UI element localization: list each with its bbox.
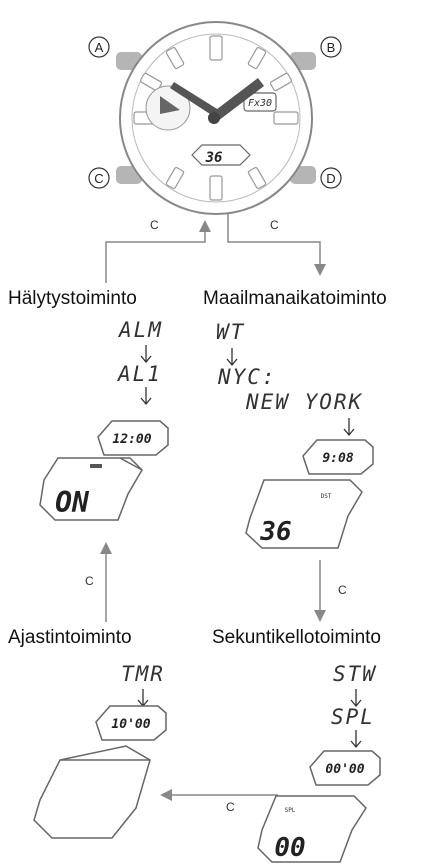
press-c-label-2: C — [270, 218, 279, 232]
arrow-top-to-wt — [227, 214, 321, 268]
stw-time-value: 00'00 — [325, 762, 364, 777]
left-subdial-pointer — [160, 96, 180, 114]
center-pin — [208, 112, 220, 124]
timer-time-value: 10'00 — [111, 717, 150, 732]
watch-inner-ring — [131, 33, 301, 203]
alarm-time-frame — [97, 420, 169, 456]
button-d-label: D — [326, 171, 335, 186]
arrow-stw-to-tmr-head — [160, 789, 172, 801]
button-a-label: A — [95, 40, 104, 55]
arrow-top-to-wt-head — [314, 264, 326, 276]
lcd-frames — [33, 420, 381, 863]
arrow-tmr-to-alm-head — [100, 542, 112, 554]
wt-value: 36 — [259, 517, 291, 547]
flow-arrows — [100, 214, 326, 801]
wt-code-city: NYC: — [218, 365, 277, 389]
arrow-alarm-to-top-head — [199, 220, 211, 232]
watch-lcd-frame — [191, 144, 251, 166]
button-c-label: C — [94, 171, 103, 186]
alarm-mode-title: Hälytystoiminto — [8, 288, 137, 309]
timer-time-frame — [95, 705, 167, 741]
wt-time-frame — [302, 439, 374, 475]
button-a-icon — [88, 36, 110, 58]
stw-code-stw: STW — [333, 662, 377, 686]
alarm-value-frame — [39, 457, 143, 521]
stw-value-frame — [257, 795, 367, 863]
wt-code-cityname: NEW YORK — [246, 390, 364, 414]
timer-mode-title: Ajastintoiminto — [8, 627, 132, 648]
stw-code-spl: SPL — [331, 705, 375, 729]
alarm-small-indicator — [90, 464, 102, 468]
stw-time-frame — [309, 750, 381, 786]
press-c-label-3: C — [338, 583, 347, 597]
minute-hand — [170, 82, 222, 114]
wt-time-value: 9:08 — [322, 451, 353, 466]
alarm-value: ON — [55, 486, 90, 519]
stw-value: 00 — [274, 833, 305, 863]
hour-markers — [133, 35, 299, 201]
button-d-icon — [320, 167, 342, 189]
stopwatch-mode-title: Sekuntikellotoiminto — [212, 627, 381, 648]
timer-value-frame — [33, 745, 151, 839]
hour-hand — [208, 78, 264, 124]
wt-code-wt: WT — [216, 320, 246, 344]
arrow-wt-to-stw-head — [314, 610, 326, 622]
button-b-label: B — [327, 40, 336, 55]
watch-illustration: Fx30 36 — [116, 21, 316, 215]
timer-code-tmr: TMR — [121, 662, 165, 686]
watch-lcd-value: 36 — [205, 150, 223, 166]
world-time-mode-title: Maailmanaikatoiminto — [203, 288, 387, 309]
arrow-alarm-to-top — [105, 224, 206, 283]
button-c-icon — [88, 167, 110, 189]
fx30-box — [243, 92, 277, 112]
wt-small-label: DST — [321, 493, 332, 500]
alarm-code-alm: ALM — [119, 318, 163, 342]
press-c-label-1: C — [150, 218, 159, 232]
fx30-label: Fx30 — [248, 98, 272, 109]
alarm-code-al1: AL1 — [118, 362, 162, 386]
press-c-label-5: C — [85, 574, 94, 588]
alarm-time-value: 12:00 — [112, 432, 151, 447]
code-arrows — [137, 345, 362, 749]
stw-small-label: SPL — [285, 807, 296, 814]
press-c-label-4: C — [226, 800, 235, 814]
button-b-icon — [320, 36, 342, 58]
wt-value-frame — [245, 479, 363, 549]
button-labels: A B C D — [88, 36, 342, 189]
